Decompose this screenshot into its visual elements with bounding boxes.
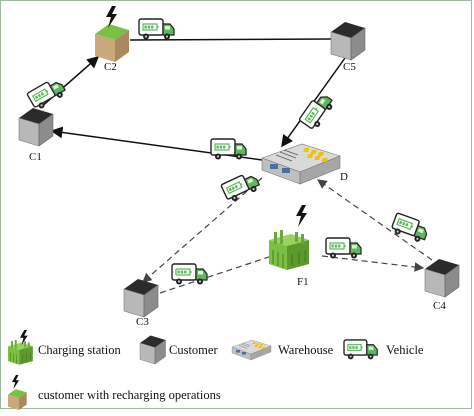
truck-icon (343, 339, 378, 361)
label-c5: C5 (343, 61, 356, 73)
legend-warehouse-label: Warehouse (278, 343, 334, 357)
vehicle-f1-c4 (325, 237, 362, 260)
customer-c1 (18, 107, 54, 147)
warehouse-icon (231, 339, 272, 361)
legend-recharging-customer-label: customer with recharging operations (38, 388, 221, 402)
vehicle-c3-f1 (171, 263, 208, 286)
edge-c2-c5 (129, 38, 332, 41)
label-c2: C2 (104, 61, 117, 73)
charging-station-f1 (268, 205, 310, 271)
vehicle-c4-d (389, 212, 431, 245)
legend: Charging station Customer Warehouse Vehi… (0, 330, 474, 411)
customer-c5 (330, 21, 366, 61)
edge-d-c3 (142, 177, 263, 283)
label-f1: F1 (297, 276, 309, 288)
label-d: D (340, 171, 348, 183)
vehicle-c2-c5 (138, 18, 175, 41)
edge-c3-f1 (159, 253, 279, 294)
vehicle-d-c1 (210, 138, 247, 161)
legend-vehicle-label: Vehicle (386, 343, 424, 357)
legend-charging-station-label: Charging station (38, 343, 121, 357)
label-c3: C3 (136, 316, 149, 328)
edge-f1-c4 (321, 255, 425, 272)
figure-frame (0, 0, 472, 409)
recharging-customer-icon (8, 375, 27, 410)
customer-c2-recharging (95, 6, 129, 62)
customer-c4 (424, 258, 460, 298)
edge-c4-d (317, 179, 433, 261)
warehouse-d (261, 143, 341, 185)
legend-customer-label: Customer (169, 343, 218, 357)
customer-c3 (123, 278, 159, 318)
vehicle-c1-c2 (26, 75, 69, 113)
label-c4: C4 (433, 300, 446, 312)
label-c1: C1 (29, 151, 42, 163)
building-icon (139, 335, 166, 365)
vehicle-d-c3 (220, 169, 262, 205)
route-diagram (18, 6, 460, 318)
charging-station-icon (7, 330, 34, 366)
